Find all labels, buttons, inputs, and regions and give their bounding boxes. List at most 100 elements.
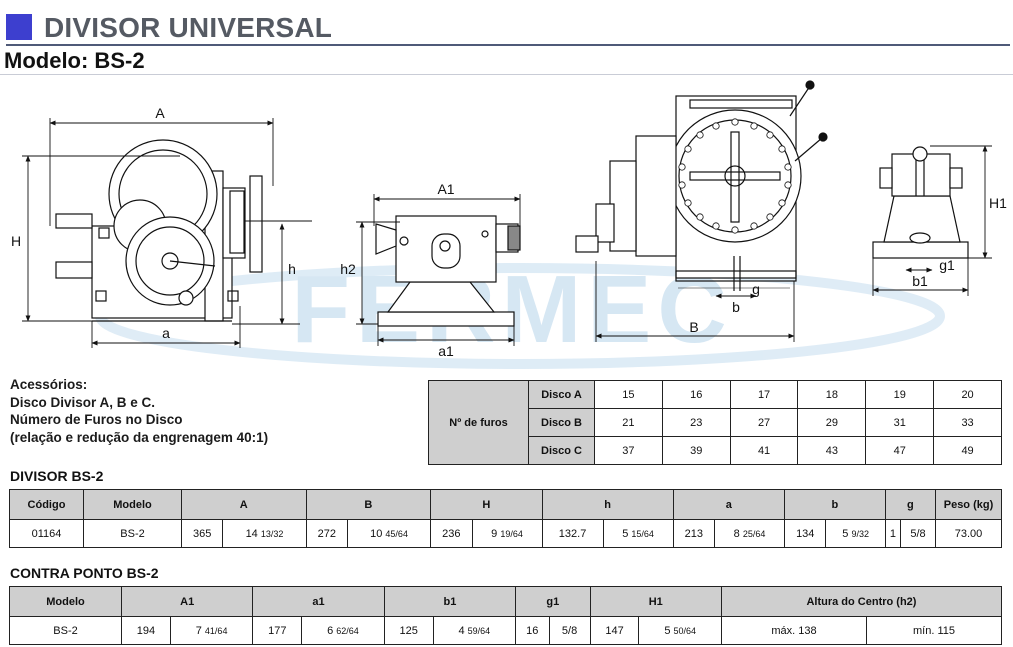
holes-cell: 19: [865, 380, 935, 409]
table-row: Disco C 37 39 41 43 47 49: [429, 436, 1002, 465]
watermark-text: FERMEC: [291, 256, 732, 363]
inch-fraction: 59/64: [467, 625, 491, 636]
col-header: Modelo: [9, 586, 122, 617]
accessories-ratio: (relação e redução da engrenagem 40:1): [10, 429, 269, 445]
page-title: DIVISOR UNIVERSAL: [44, 12, 333, 43]
cell-H-in: 9 19/64: [471, 519, 543, 548]
divisor-section-title: DIVISOR BS-2: [10, 468, 104, 484]
inch-fraction: 9/32: [851, 528, 869, 539]
holes-cell: 39: [661, 436, 731, 465]
col-header: a1: [252, 586, 385, 617]
dim-label-h: h: [288, 261, 296, 277]
col-header: Modelo: [83, 489, 182, 520]
title-accent-square: [6, 14, 32, 40]
accessories-holes: Número de Furos no Disco: [10, 412, 183, 427]
model-subtitle: Modelo: BS-2: [4, 48, 145, 73]
col-header: H: [430, 489, 543, 520]
table-row: Disco B 21 23 27 29 31 33: [429, 408, 1002, 437]
contraponto-section-title: CONTRA PONTO BS-2: [10, 565, 159, 581]
cell-h-mm: 132.7: [541, 519, 604, 548]
holes-cell: 43: [797, 436, 867, 465]
inch-whole: 8: [733, 527, 740, 540]
cell-modelo: BS-2: [83, 519, 182, 548]
divisor-specs-table: Código Modelo A B H h a b g Peso (kg) 01…: [9, 489, 1002, 548]
holes-cell: 49: [933, 436, 1002, 465]
cell-a1-in: 6 62/64: [301, 616, 385, 645]
cell-H-mm: 236: [430, 519, 473, 548]
cell-b-mm: 134: [784, 519, 827, 548]
cell-h-in: 5 15/64: [602, 519, 674, 548]
inch-whole: 4: [458, 624, 465, 637]
dim-label-H1: H1: [989, 195, 1007, 211]
col-header: b: [784, 489, 886, 520]
inch-fraction: 62/64: [336, 625, 359, 636]
holes-cell: 37: [594, 436, 663, 465]
accessories-heading: Acessórios:: [10, 377, 88, 392]
accessories-disks: Disco Divisor A, B e C.: [10, 394, 156, 410]
col-header: A: [181, 489, 307, 520]
divider-side-dimensions: [22, 118, 312, 348]
tailstock-side-view: [375, 215, 521, 327]
inch-whole: 7: [195, 624, 202, 637]
col-header: Código: [9, 489, 84, 520]
col-header: h: [541, 489, 674, 520]
inch-fraction: 50/64: [673, 625, 697, 636]
cell-H1-mm: 147: [589, 616, 640, 645]
holes-cell: 18: [797, 380, 867, 409]
inch-fraction: 41/64: [204, 625, 228, 636]
holes-cell: 27: [729, 408, 799, 437]
col-header: g: [884, 489, 937, 520]
cell-b-in: 5 9/32: [825, 519, 886, 548]
col-header: a: [672, 489, 786, 520]
table-row: Nº de furos Disco A 15 16 17 18 19 20: [428, 380, 1002, 465]
disk-name: Disco A: [528, 380, 595, 409]
dim-label-A: A: [155, 105, 165, 121]
cell-h2-min: mín. 115: [866, 616, 1002, 645]
holes-cell: 31: [865, 408, 935, 437]
dim-label-b: b: [732, 299, 740, 315]
col-header: Altura do Centro (h2): [720, 586, 1003, 617]
table-header-row: Código Modelo A B H h a b g Peso (kg): [9, 489, 1002, 520]
table-header-row: Modelo A1 a1 b1 g1 H1 Altura do Centro (…: [9, 586, 1003, 617]
inch-fraction: 25/64: [742, 528, 766, 539]
holes-cell: 16: [661, 380, 731, 409]
holes-cell: 47: [865, 436, 935, 465]
cell-modelo: BS-2: [9, 616, 122, 645]
tailstock-front-dimensions: [872, 145, 992, 296]
holes-cell: 20: [933, 380, 1002, 409]
divider-side-view: [55, 139, 263, 322]
inch-whole: 5: [842, 527, 849, 540]
holes-cell: 41: [729, 436, 799, 465]
cell-g-mm: 1: [884, 519, 902, 548]
col-header: B: [305, 489, 432, 520]
cell-H1-in: 5 50/64: [638, 616, 722, 645]
col-header: Peso (kg): [935, 489, 1002, 520]
contraponto-specs-table: Modelo A1 a1 b1 g1 H1 Altura do Centro (…: [9, 586, 1003, 645]
cell-B-mm: 272: [305, 519, 348, 548]
divider-front-holes: [678, 118, 792, 234]
col-header: g1: [515, 586, 591, 617]
holes-cell: 29: [797, 408, 867, 437]
cell-g-in: 5/8: [900, 519, 936, 548]
inch-whole: 10: [370, 527, 383, 540]
col-header: b1: [383, 586, 517, 617]
technical-drawing: FERMEC A H h a: [11, 80, 1007, 369]
subtitle-rule: [0, 74, 1013, 75]
dim-label-h2: h2: [340, 261, 356, 277]
col-header: H1: [589, 586, 722, 617]
title-rule: [6, 44, 1010, 46]
dim-label-B: B: [689, 319, 698, 335]
dim-label-H: H: [11, 233, 21, 249]
cell-peso: 73.00: [935, 519, 1002, 548]
cell-B-in: 10 45/64: [346, 519, 432, 548]
inch-fraction: 15/64: [631, 528, 654, 539]
holes-cell: 23: [661, 408, 731, 437]
table-row: 01164 BS-2 365 14 13/32 272 10 45/64 236…: [9, 519, 1002, 548]
inch-fraction: 45/64: [385, 528, 408, 539]
inch-whole: 9: [491, 527, 498, 540]
dim-label-b1: b1: [912, 273, 928, 289]
cell-A1-mm: 194: [121, 616, 171, 645]
holes-label: Nº de furos: [428, 380, 529, 465]
dim-label-g1: g1: [939, 257, 955, 273]
cell-a-mm: 213: [672, 519, 716, 548]
